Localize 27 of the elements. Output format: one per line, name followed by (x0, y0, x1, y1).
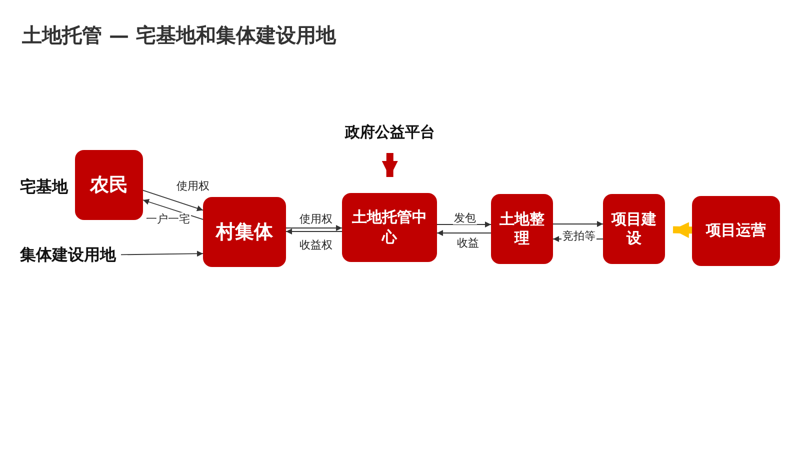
process-box: 土地整理 (491, 194, 553, 264)
process-box: 土地托管中心 (342, 193, 437, 262)
edge-label: 收益权 (298, 238, 334, 252)
arrow (672, 222, 692, 238)
arrow (142, 199, 204, 220)
arrow (552, 221, 604, 227)
process-box: 农民 (75, 150, 143, 220)
edge-label: 竞拍等 (562, 230, 596, 242)
process-box: 项目运营 (692, 196, 780, 266)
node-label: 集体建设用地 (20, 245, 116, 266)
arrow (120, 250, 204, 257)
arrow (382, 152, 398, 178)
edge-label: 一户一宅 (145, 212, 191, 226)
arrow (436, 230, 492, 236)
title: 土地托管 — 宅基地和集体建设用地 (22, 22, 336, 49)
edge-label: 发包 (453, 212, 477, 224)
node-label: 政府公益平台 (345, 123, 435, 142)
edge-label: 使用权 (298, 212, 334, 226)
arrow (436, 222, 492, 228)
edge-label: 收益 (456, 236, 480, 250)
edge-label: 使用权 (176, 180, 210, 192)
process-box: 项目建设 (603, 194, 665, 264)
side-label: 宅基地 (20, 177, 68, 198)
arrow (286, 225, 342, 231)
arrow (286, 228, 342, 234)
arrow (142, 190, 204, 212)
process-box: 村集体 (203, 197, 286, 267)
